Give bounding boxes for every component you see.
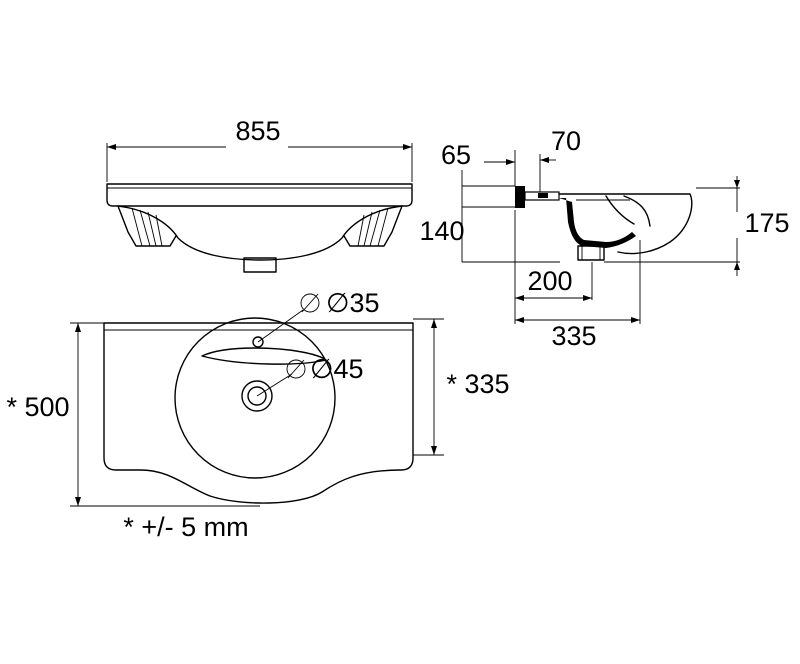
dim-200-label: 200 bbox=[527, 266, 572, 296]
side-section: 65 70 140 175 200 335 bbox=[419, 126, 789, 351]
dim-65-label: 65 bbox=[441, 140, 471, 170]
dim-70-label: 70 bbox=[551, 126, 581, 156]
dia-45-label: ∅45 bbox=[310, 354, 364, 384]
dim-855-label: 855 bbox=[235, 116, 280, 146]
dim-335-side-label: 335 bbox=[551, 321, 596, 351]
dim-335-plan-label: * 335 bbox=[446, 369, 509, 399]
dim-500-label: * 500 bbox=[6, 392, 69, 422]
plan-view: ∅35 ∅45 * 500 * 335 * +/- 5 mm bbox=[6, 288, 509, 542]
tolerance-note: * +/- 5 mm bbox=[123, 512, 248, 542]
front-elevation: 855 bbox=[106, 116, 413, 273]
dim-140-label: 140 bbox=[419, 216, 464, 246]
dia-35-label: ∅35 bbox=[326, 288, 380, 318]
dim-175-label: 175 bbox=[744, 208, 789, 238]
